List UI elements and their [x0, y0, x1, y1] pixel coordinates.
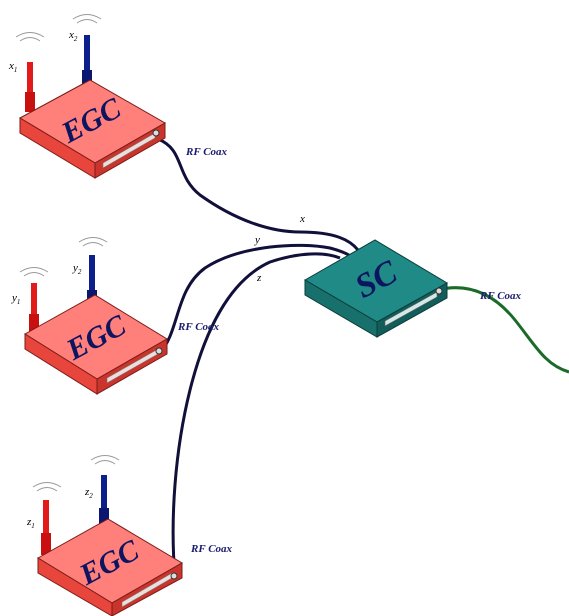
antenna-label-x2: x2 [68, 29, 78, 43]
antenna-z1 [32, 482, 62, 555]
antenna-x1 [15, 32, 45, 112]
coax-label-sc: RF Coax [479, 290, 522, 302]
coax-label-x: RF Coax [185, 146, 228, 158]
sc-device: SC [304, 239, 449, 338]
egc-device-z: EGC [32, 455, 183, 616]
antenna-label-z1: z1 [26, 516, 35, 530]
cables [157, 137, 569, 578]
signal-label-y: y [254, 234, 260, 246]
coax-label-z: RF Coax [190, 543, 233, 555]
signal-label-z: z [256, 272, 262, 284]
cable-z [171, 252, 341, 578]
antenna-y1 [19, 267, 49, 334]
antenna-label-x1: x1 [8, 60, 17, 74]
cable-x [157, 137, 360, 251]
egc-device-x: EGC [15, 14, 167, 179]
antenna-x2 [72, 14, 102, 90]
signal-label-x: x [299, 213, 305, 225]
antenna-label-z2: z2 [84, 486, 93, 500]
cable-output [436, 286, 569, 374]
antenna-label-y1: y1 [11, 292, 20, 306]
antenna-label-y2: y2 [72, 262, 82, 276]
cable-y [158, 243, 357, 354]
coax-label-y: RF Coax [177, 321, 220, 333]
egc-device-y: EGC [19, 237, 168, 395]
antenna-z2 [90, 455, 120, 530]
